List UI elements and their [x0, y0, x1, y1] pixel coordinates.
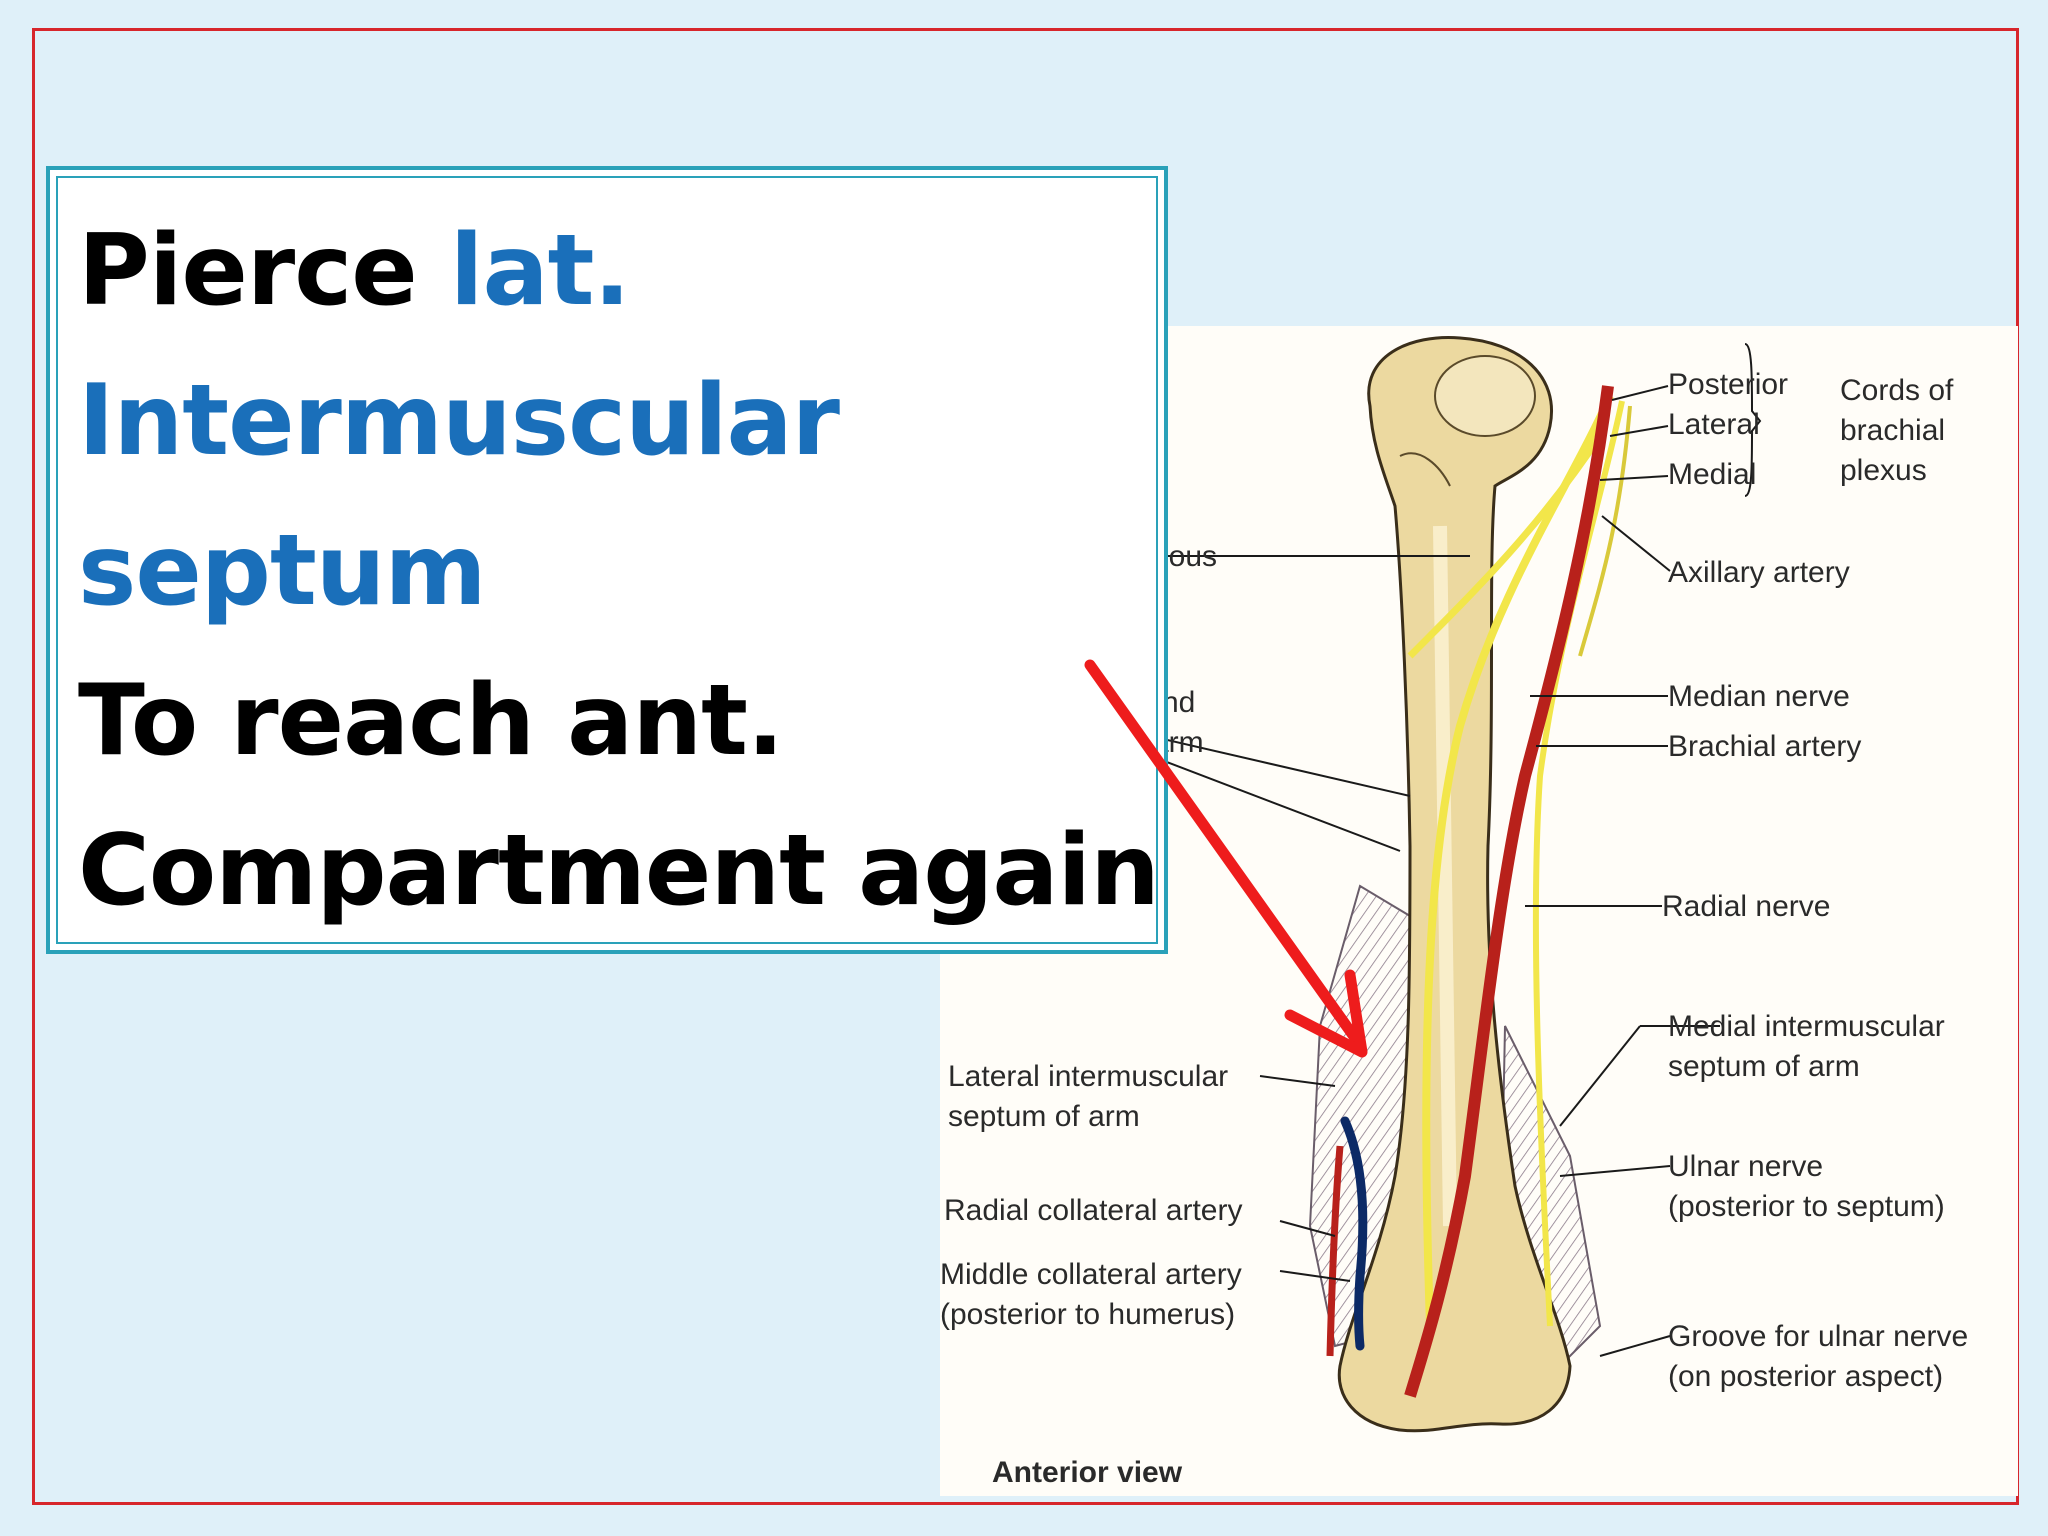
- label-cords-1: Cords of: [1840, 374, 1954, 407]
- label-lateral-septum-2: septum of arm: [948, 1100, 1140, 1133]
- label-anterior-view: Anterior view: [992, 1456, 1183, 1489]
- label-middle-collateral-2: (posterior to humerus): [940, 1298, 1235, 1331]
- line-septum: septum: [78, 514, 487, 628]
- label-groove-2: (on posterior aspect): [1668, 1360, 1943, 1393]
- label-radial-collateral: Radial collateral artery: [944, 1194, 1242, 1227]
- label-medial-septum-2: septum of arm: [1668, 1050, 1860, 1083]
- radial-nerve: [1407, 434, 1603, 659]
- label-axillary-artery: Axillary artery: [1668, 556, 1850, 589]
- humerus-bone: [1337, 336, 1572, 1433]
- label-ulnar-nerve-2: (posterior to septum): [1668, 1190, 1945, 1223]
- label-posterior: Posterior: [1668, 368, 1788, 401]
- label-lateral: Lateral: [1668, 408, 1760, 441]
- line-to-reach: To reach ant.: [78, 664, 784, 778]
- label-middle-collateral-1: Middle collateral artery: [940, 1258, 1242, 1291]
- label-ulnar-nerve-1: Ulnar nerve: [1668, 1150, 1823, 1183]
- label-groove-1: Groove for ulnar nerve: [1668, 1320, 1968, 1353]
- label-lateral-septum-1: Lateral intermuscular: [948, 1060, 1228, 1093]
- label-cords-3: plexus: [1840, 454, 1927, 487]
- label-median-nerve: Median nerve: [1668, 680, 1850, 713]
- label-cords-2: brachial: [1840, 414, 1945, 447]
- word-lat: lat.: [449, 214, 631, 328]
- label-brachial-artery: Brachial artery: [1668, 730, 1861, 763]
- line-compartment: Compartment again: [78, 814, 1160, 928]
- line-pierce: Pierce lat.: [78, 196, 1136, 346]
- ulnar-nerve: [1532, 400, 1625, 1327]
- septum-highlight-mark: [1340, 1116, 1368, 1351]
- axillary-brachial-artery: [1404, 385, 1614, 1398]
- text-box: Pierce lat. Intermuscular septum To reac…: [46, 166, 1168, 954]
- line-intermuscular: Intermuscular: [78, 364, 840, 478]
- label-medial: Medial: [1668, 458, 1756, 491]
- word-pierce: Pierce: [78, 214, 418, 328]
- label-radial-nerve: Radial nerve: [1662, 890, 1830, 923]
- radial-collateral-artery: [1326, 1145, 1344, 1357]
- label-medial-septum-1: Medial intermuscular: [1668, 1010, 1945, 1043]
